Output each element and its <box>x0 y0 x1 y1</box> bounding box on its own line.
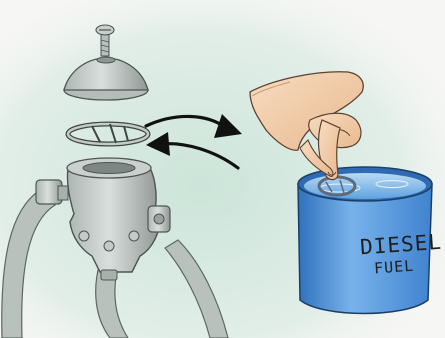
diesel-can: DIESEL FUEL <box>298 167 443 314</box>
body-bolt-right <box>129 231 139 241</box>
drain-plug <box>101 270 117 280</box>
filter-body-bore <box>83 163 135 174</box>
body-bolt-front <box>104 241 114 251</box>
can-label-fuel: FUEL <box>373 257 414 278</box>
right-fitting <box>148 206 170 232</box>
body-bolt-left <box>79 231 89 241</box>
